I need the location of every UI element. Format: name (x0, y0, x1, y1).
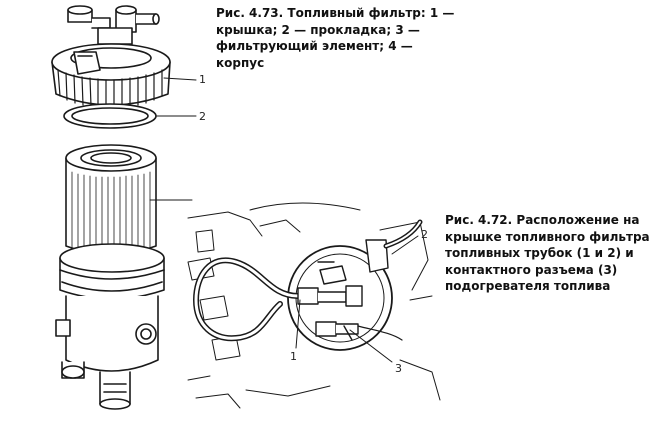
filter-element-illustration (65, 144, 157, 257)
callout-2-472: 2 (421, 228, 428, 241)
gasket-illustration (63, 103, 157, 129)
filter-cap-illustration (51, 5, 171, 109)
callout-3-472: 3 (395, 362, 402, 375)
housing-illustration (55, 243, 165, 410)
callout-2-473: 2 (199, 110, 206, 123)
engine-bay-background (187, 202, 441, 409)
fuel-pipe-1 (193, 257, 301, 342)
figure-473-caption: Рис. 4.73. Топливный фильтр: 1 — крышка;… (216, 6, 455, 70)
heater-connector (315, 321, 337, 337)
callout-1-473: 1 (199, 73, 206, 86)
figure-472-caption: Рис. 4.72. Расположение на крышке топлив… (445, 213, 650, 293)
callout-1-472: 1 (290, 350, 297, 363)
fuel-pipe-2-fitting (365, 239, 389, 273)
